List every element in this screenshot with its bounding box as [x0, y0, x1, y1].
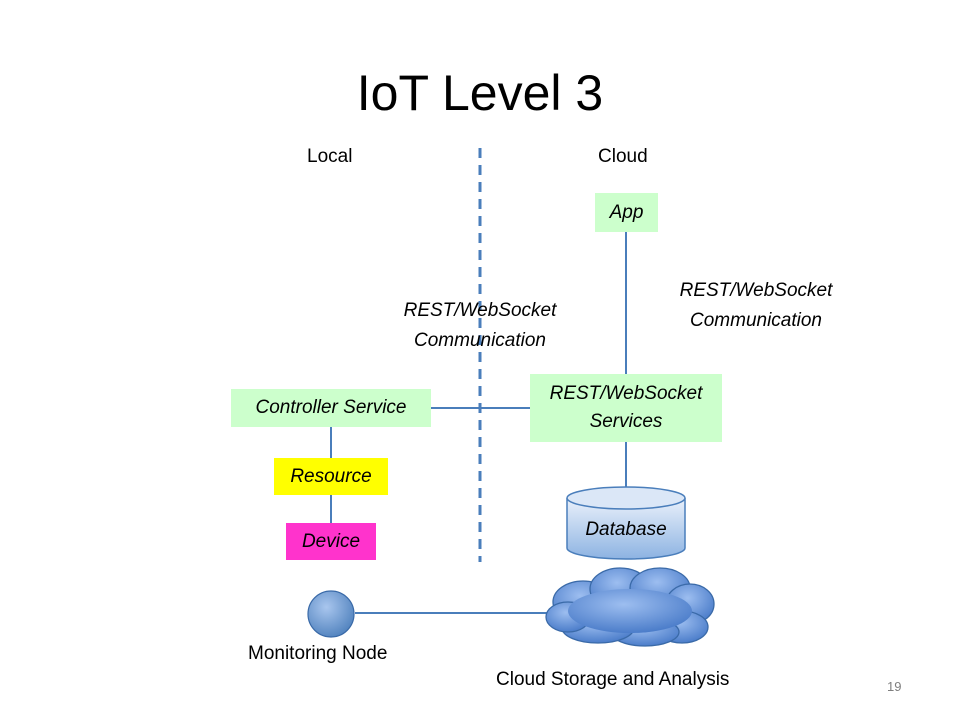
- edge-label-app-services-line2: Communication: [690, 310, 822, 331]
- monitoring-node-icon: [307, 590, 355, 638]
- edge-label-app-services: REST/WebSocket Communication: [656, 276, 856, 336]
- database-label: Database: [585, 519, 667, 540]
- controller-service-box: Controller Service: [231, 389, 431, 427]
- cloud-storage-label: Cloud Storage and Analysis: [496, 669, 730, 690]
- edge-label-local-cloud-line1: REST/WebSocket: [403, 300, 557, 321]
- rest-services-line2: Services: [589, 411, 663, 432]
- device-box: Device: [286, 523, 376, 560]
- app-box: App: [595, 193, 658, 232]
- region-label-cloud: Cloud: [598, 146, 648, 167]
- edge-label-local-cloud-line2: Communication: [414, 330, 546, 351]
- database-icon: [566, 486, 686, 560]
- rest-websocket-services-box: REST/WebSocket Services: [530, 374, 722, 442]
- slide-title: IoT Level 3: [356, 65, 604, 121]
- region-label-local: Local: [307, 146, 353, 167]
- edge-label-local-cloud: REST/WebSocket Communication: [380, 296, 580, 356]
- edge-label-app-services-line1: REST/WebSocket: [679, 280, 833, 301]
- cloud-icon: [545, 567, 715, 647]
- monitoring-node-label: Monitoring Node: [248, 643, 388, 664]
- rest-services-line1: REST/WebSocket: [549, 383, 703, 404]
- page-number: 19: [887, 679, 902, 694]
- resource-box: Resource: [274, 458, 388, 495]
